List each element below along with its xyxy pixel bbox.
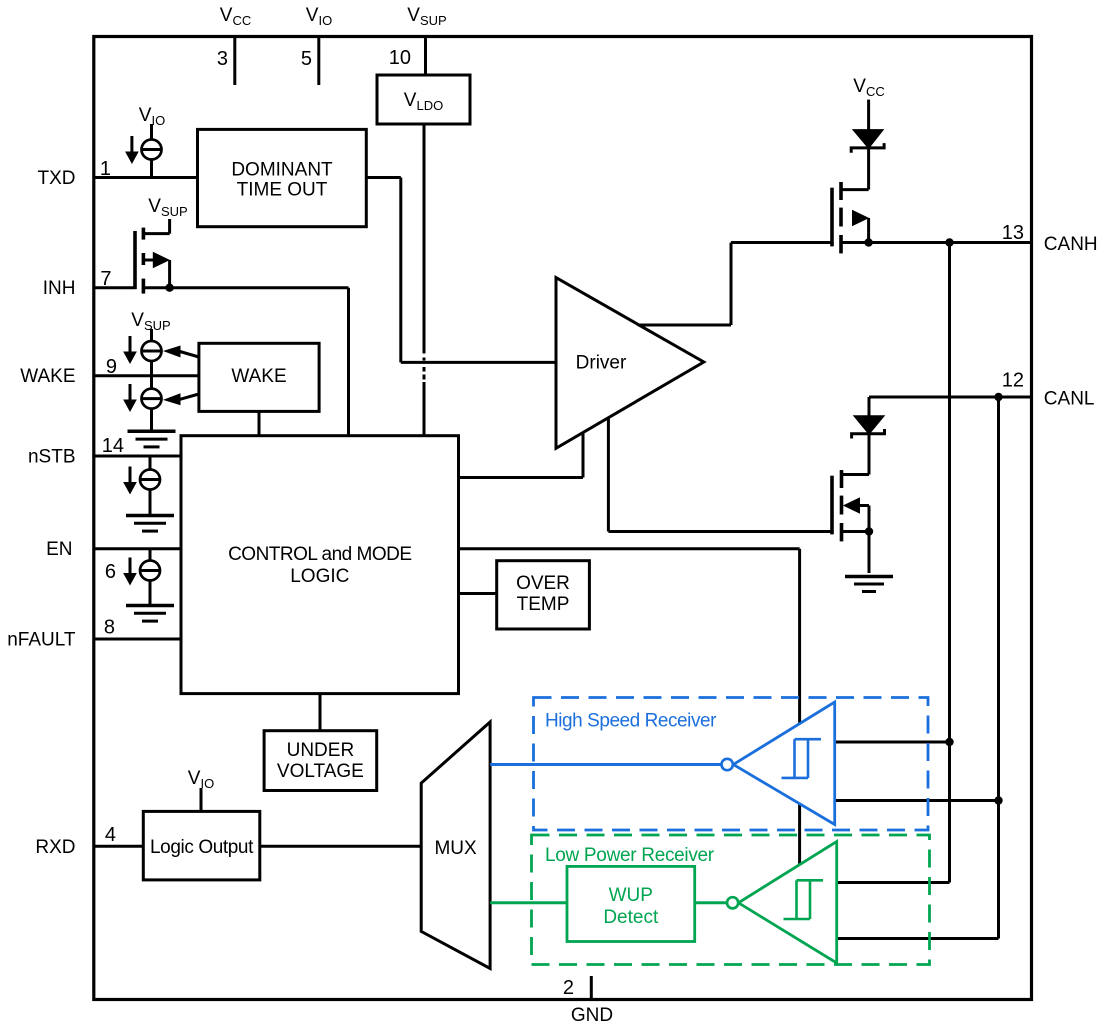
svg-text:14: 14 [102,435,124,457]
svg-text:WAKE: WAKE [20,366,75,387]
svg-text:10: 10 [389,47,411,69]
svg-text:4: 4 [105,824,116,846]
svg-text:6: 6 [105,561,116,583]
svg-text:CONTROL and MODE: CONTROL and MODE [228,544,411,565]
svg-text:nSTB: nSTB [28,447,76,468]
svg-text:8: 8 [104,617,115,639]
svg-text:Low Power Receiver: Low Power Receiver [545,845,715,866]
svg-text:CANH: CANH [1044,234,1098,255]
svg-text:7: 7 [100,268,111,290]
svg-text:Driver: Driver [576,353,627,374]
svg-text:WAKE: WAKE [231,366,286,387]
svg-text:UNDER: UNDER [287,740,355,761]
svg-text:12: 12 [1002,370,1024,392]
svg-text:5: 5 [301,48,312,70]
svg-text:WUP: WUP [609,885,653,906]
svg-text:13: 13 [1002,222,1024,244]
svg-text:High Speed Receiver: High Speed Receiver [545,711,717,732]
svg-text:DOMINANT: DOMINANT [231,160,333,181]
svg-text:CANL: CANL [1044,389,1095,410]
svg-text:Logic Output: Logic Output [150,837,254,858]
svg-text:1: 1 [100,158,111,180]
svg-text:LOGIC: LOGIC [290,566,349,587]
svg-text:3: 3 [217,48,228,70]
svg-text:VOLTAGE: VOLTAGE [277,761,364,782]
svg-text:TEMP: TEMP [517,594,570,615]
svg-text:Detect: Detect [603,907,659,928]
svg-text:GND: GND [571,1005,613,1026]
svg-text:TXD: TXD [38,168,76,189]
svg-text:MUX: MUX [434,838,477,859]
svg-text:2: 2 [563,977,574,999]
svg-text:RXD: RXD [35,837,75,858]
svg-text:nFAULT: nFAULT [7,630,76,651]
svg-text:OVER: OVER [516,573,570,594]
svg-text:9: 9 [106,356,117,378]
svg-text:EN: EN [46,539,72,560]
svg-text:TIME OUT: TIME OUT [237,180,328,201]
svg-text:INH: INH [43,278,76,299]
